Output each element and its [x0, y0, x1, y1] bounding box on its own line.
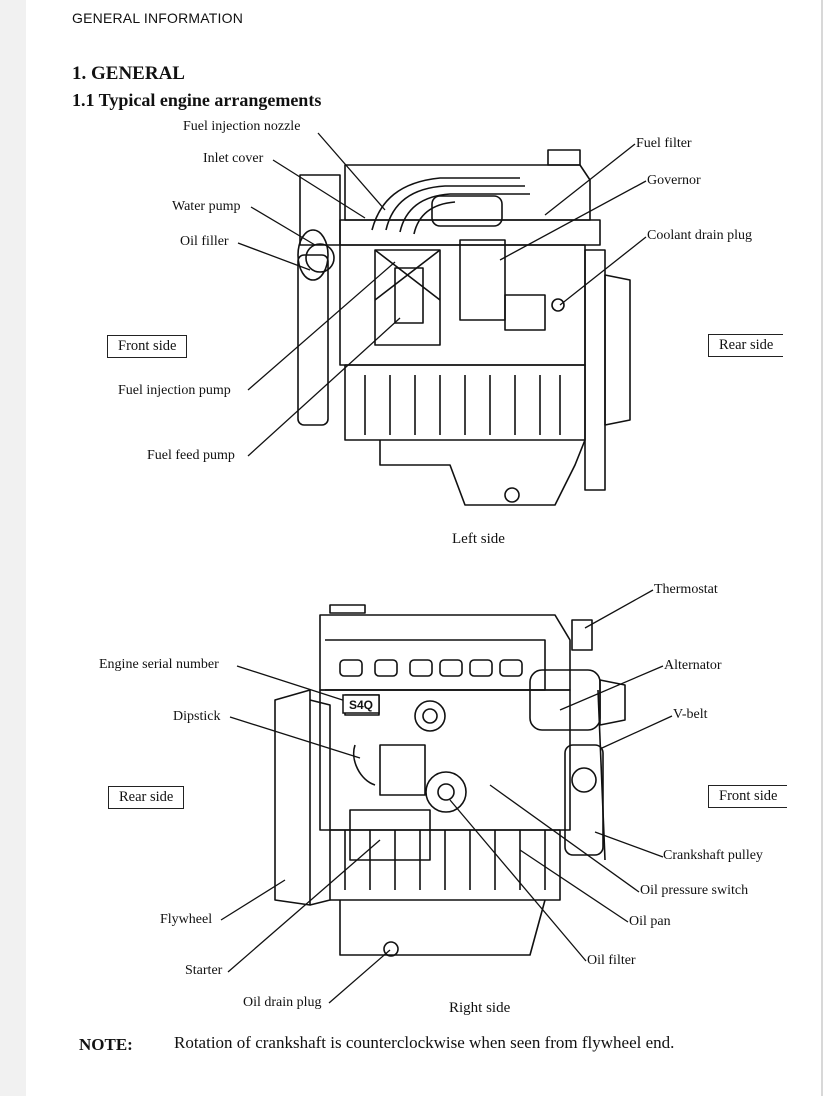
label-dipstick: Dipstick	[173, 709, 221, 724]
note-text: Rotation of crankshaft is counterclockwi…	[174, 1033, 675, 1052]
left-side-engine-drawing	[297, 149, 631, 506]
label-governor: Governor	[647, 173, 701, 188]
serial-number-stamp	[342, 694, 380, 714]
label-fuel-injection-pump: Fuel injection pump	[118, 383, 231, 398]
subsection-title: 1.1 Typical engine arrangements	[72, 90, 322, 110]
label-oil-filter: Oil filter	[587, 953, 636, 968]
label-coolant-drain-plug: Coolant drain plug	[647, 228, 752, 243]
page-edge	[821, 0, 823, 1096]
page-header: GENERAL INFORMATION	[72, 10, 244, 26]
label-oil-pan: Oil pan	[629, 914, 671, 929]
section-title: 1. GENERAL	[72, 63, 185, 84]
label-inlet-cover: Inlet cover	[203, 151, 264, 166]
label-oil-filler: Oil filler	[180, 234, 229, 249]
label-flywheel: Flywheel	[160, 912, 213, 927]
right-side-engine-drawing	[274, 604, 626, 957]
right-view-front-side-box: Front side	[708, 785, 788, 808]
right-view-rear-side-box: Rear side	[108, 786, 185, 809]
left-view-front-side-box: Front side	[107, 335, 188, 358]
label-thermostat: Thermostat	[654, 582, 718, 597]
label-water-pump: Water pump	[172, 199, 241, 214]
leader-lines	[220, 132, 673, 1004]
label-starter: Starter	[185, 963, 223, 978]
left-view-caption: Left side	[452, 531, 505, 547]
left-view-rear-side-box: Rear side	[708, 334, 784, 357]
serial-number-stamp-text: S4Q	[349, 698, 373, 712]
right-view-caption: Right side	[449, 1000, 511, 1016]
page-margin-strip	[0, 0, 26, 1096]
label-v-belt: V-belt	[673, 707, 708, 722]
note-label: NOTE:	[79, 1035, 133, 1054]
label-crankshaft-pulley: Crankshaft pulley	[663, 848, 763, 863]
label-alternator: Alternator	[664, 658, 722, 673]
label-engine-serial-number: Engine serial number	[99, 657, 219, 672]
label-oil-drain-plug: Oil drain plug	[243, 995, 322, 1010]
label-oil-pressure-switch: Oil pressure switch	[640, 883, 749, 898]
label-fuel-filter: Fuel filter	[636, 136, 692, 151]
label-fuel-feed-pump: Fuel feed pump	[147, 448, 235, 463]
label-fuel-injection-nozzle: Fuel injection nozzle	[183, 119, 301, 134]
